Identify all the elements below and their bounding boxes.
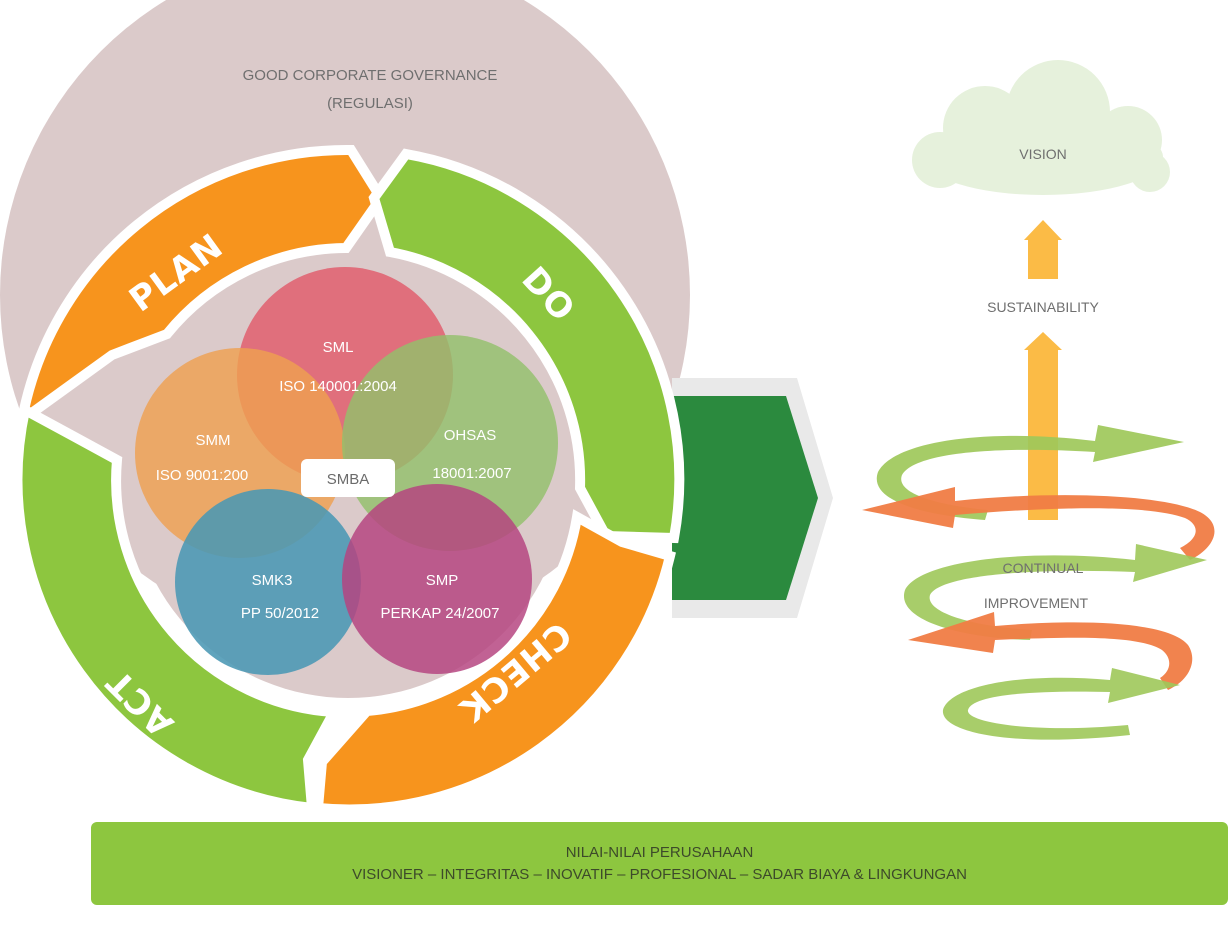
process-output-arrow	[672, 396, 818, 600]
improvement-spiral	[862, 425, 1215, 740]
continual-line1: CONTINUAL	[1003, 560, 1084, 576]
sustainability-label: SUSTAINABILITY	[987, 299, 1099, 315]
circle-smp	[342, 484, 532, 674]
pdca-segment-check	[312, 509, 676, 815]
smp-standard: PERKAP 24/2007	[381, 605, 500, 622]
smm-standard: ISO 9001:200	[156, 467, 249, 484]
lower-arrow	[1024, 332, 1062, 520]
vision-cloud	[912, 60, 1170, 195]
pdca-segment-act	[12, 402, 343, 814]
circle-smk3	[175, 489, 361, 675]
smba-box	[301, 459, 395, 497]
ohsas-standard: 18001:2007	[432, 465, 511, 482]
smk3-standard: PP 50/2012	[241, 605, 319, 622]
sml-standard: ISO 140001:2004	[279, 378, 397, 395]
governance-line2: (REGULASI)	[327, 95, 413, 112]
spiral-orange-2	[908, 612, 1193, 690]
smk3-name: SMK3	[252, 572, 293, 589]
spiral-green-3	[942, 668, 1180, 740]
values-items: VISIONER – INTEGRITAS – INOVATIF – PROFE…	[352, 865, 967, 883]
spiral-green-2	[903, 544, 1207, 640]
upper-arrow	[1024, 220, 1062, 279]
values-title: NILAI-NILAI PERUSAHAAN	[565, 843, 754, 861]
spiral-orange-1	[862, 487, 1215, 560]
governance-line1: GOOD CORPORATE GOVERNANCE	[243, 67, 498, 84]
vision-label: VISION	[1019, 146, 1066, 162]
pdca-segment-plan	[14, 144, 387, 432]
ohsas-name: OHSAS	[444, 427, 497, 444]
smp-name: SMP	[426, 572, 459, 589]
smba-label: SMBA	[327, 471, 370, 488]
pdca-segment-do	[368, 148, 685, 544]
sml-name: SML	[323, 339, 354, 356]
management-systems: SML ISO 140001:2004 SMM ISO 9001:200 OHS…	[135, 267, 558, 675]
spiral-green-1	[876, 425, 1184, 520]
smm-name: SMM	[196, 432, 231, 449]
company-values-bar: NILAI-NILAI PERUSAHAAN VISIONER – INTEGR…	[91, 822, 1228, 905]
continual-line2: IMPROVEMENT	[984, 595, 1089, 611]
